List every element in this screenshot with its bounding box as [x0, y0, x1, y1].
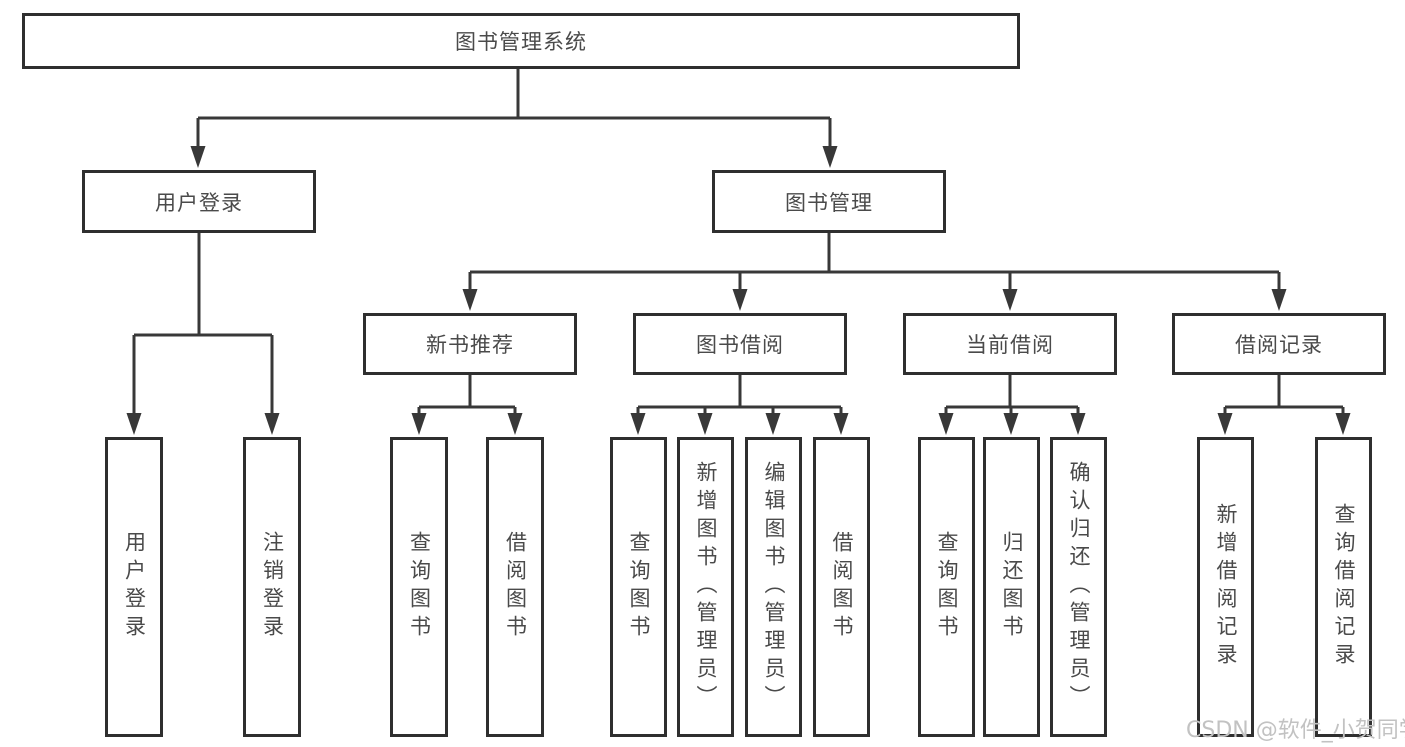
node-leaf-edit-books-admin: 编辑图书（管理员）	[745, 437, 802, 737]
node-label: 查询图书	[407, 531, 432, 643]
node-leaf-user-login: 用户登录	[105, 437, 163, 737]
node-label: 查询图书	[627, 531, 651, 643]
node-book-management-system: 图书管理系统	[22, 13, 1020, 69]
node-leaf-add-borrow-record: 新增借阅记录	[1197, 437, 1254, 737]
node-label: 查询借阅记录	[1332, 503, 1356, 671]
node-leaf-add-books-admin: 新增图书（管理员）	[677, 437, 734, 737]
node-book-borrowing: 图书借阅	[633, 313, 847, 375]
node-label: 借阅图书	[830, 531, 854, 643]
node-label: 注销登录	[260, 531, 285, 643]
node-leaf-return-books: 归还图书	[983, 437, 1040, 737]
csdn-watermark: CSDN @软件_小贺同学	[1186, 718, 1405, 743]
node-label: 新增图书（管理员）	[694, 461, 718, 713]
node-label: 图书管理系统	[455, 30, 587, 54]
node-label: 查询图书	[935, 531, 959, 643]
node-label: 确认归还（管理员）	[1067, 461, 1091, 713]
node-leaf-borrow-books: 借阅图书	[486, 437, 544, 737]
node-label: 用户登录	[155, 190, 243, 215]
node-user-login-module: 用户登录	[82, 170, 316, 233]
node-label: 归还图书	[1000, 531, 1024, 643]
node-borrowing-records: 借阅记录	[1172, 313, 1386, 375]
node-label: 用户登录	[122, 531, 147, 643]
node-book-management-module: 图书管理	[712, 170, 946, 233]
node-label: 编辑图书（管理员）	[762, 461, 786, 713]
node-leaf-borrow-books: 借阅图书	[813, 437, 870, 737]
node-label: 新书推荐	[426, 333, 514, 357]
node-leaf-query-borrow-record: 查询借阅记录	[1315, 437, 1372, 737]
node-label: 借阅图书	[503, 531, 528, 643]
node-new-book-recommendation: 新书推荐	[363, 313, 577, 375]
node-label: 图书管理	[785, 190, 873, 215]
node-leaf-logout: 注销登录	[243, 437, 301, 737]
node-label: 新增借阅记录	[1214, 503, 1238, 671]
node-label: 当前借阅	[966, 333, 1054, 357]
node-leaf-confirm-return-admin: 确认归还（管理员）	[1050, 437, 1107, 737]
node-leaf-query-books: 查询图书	[610, 437, 667, 737]
node-label: 图书借阅	[696, 333, 784, 357]
node-leaf-query-books: 查询图书	[918, 437, 975, 737]
node-current-borrowing: 当前借阅	[903, 313, 1117, 375]
node-leaf-query-books: 查询图书	[390, 437, 448, 737]
node-label: 借阅记录	[1235, 333, 1323, 357]
